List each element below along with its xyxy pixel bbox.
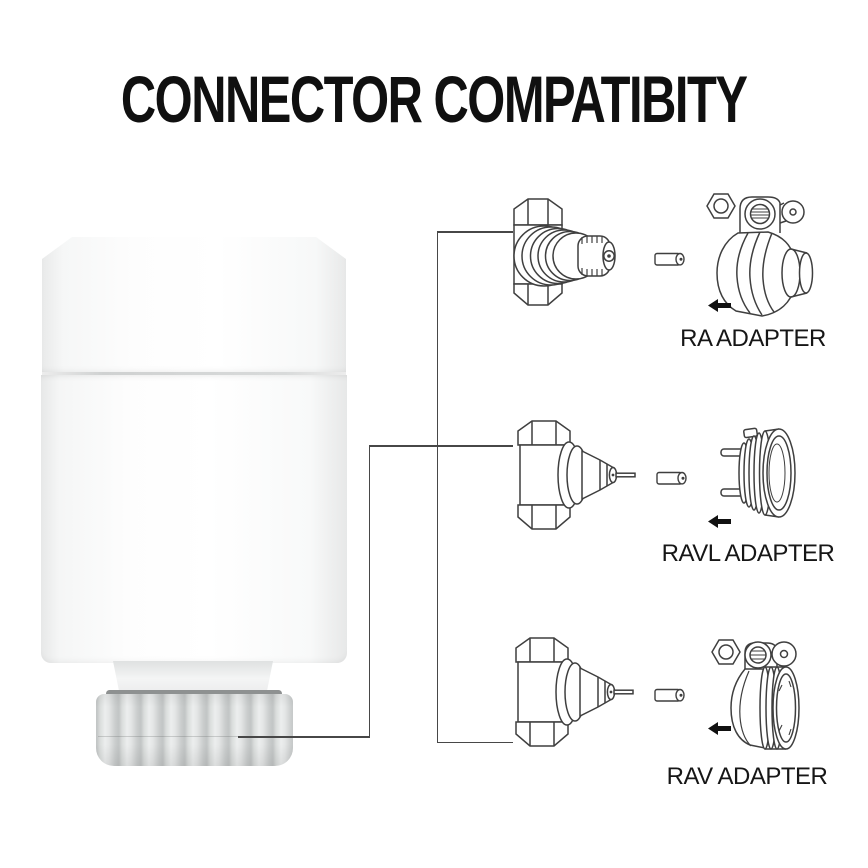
connector-line-center-riser [436, 231, 438, 743]
rav-pin-illustration [654, 688, 686, 703]
rav-adapter-illustration [705, 629, 803, 751]
page-title: CONNECTOR COMPATIBITY [121, 62, 748, 136]
ravl-adapter-label: RAVL ADAPTER [661, 540, 835, 567]
connector-line-left-riser [368, 445, 370, 737]
ra-valve-illustration [506, 196, 626, 310]
ra-pin-illustration [654, 252, 686, 267]
rav-adapter-label: RAV ADAPTER [666, 763, 828, 790]
actuator-cap [42, 237, 346, 373]
actuator-seam [42, 372, 346, 375]
ravl-pin-illustration [656, 471, 688, 486]
ravl-valve-illustration [512, 419, 642, 531]
ra-adapter-illustration [704, 187, 814, 319]
connector-line-device [238, 736, 370, 738]
connector-line-middle [368, 445, 513, 447]
arrow-left-icon [708, 299, 731, 312]
actuator-body [41, 375, 347, 663]
arrow-left-icon [708, 515, 731, 528]
actuator-ring-gap [106, 690, 282, 697]
actuator-neck [113, 661, 273, 693]
ravl-adapter-illustration [717, 426, 799, 524]
rav-valve-illustration [510, 636, 640, 748]
connector-line-top [436, 231, 513, 233]
actuator-knurled-ring [96, 694, 293, 766]
title-wrap: CONNECTOR COMPATIBITY [0, 66, 868, 132]
arrow-left-icon [708, 722, 731, 735]
connector-line-bottom [436, 741, 513, 743]
ra-adapter-label: RA ADAPTER [680, 325, 826, 352]
